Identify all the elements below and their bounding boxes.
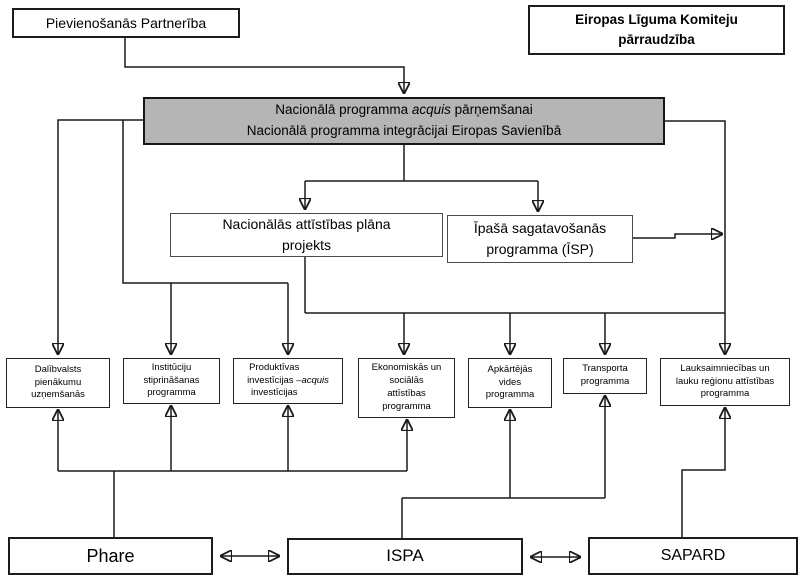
node-development-plan: Nacionālās attīstības plāna projekts bbox=[170, 213, 443, 257]
national-programme-line1: Nacionālā programma acquis pārņemšanai bbox=[275, 100, 532, 121]
node-ispa: ISPA bbox=[287, 538, 523, 575]
node-transport-programme: Transporta programma bbox=[563, 358, 647, 394]
node-economic-social-development: Ekonomiskās un sociālās attīstības progr… bbox=[358, 358, 455, 418]
node-national-programme: Nacionālā programma acquis pārņemšanai N… bbox=[143, 97, 665, 145]
edge-sapard-to-agriculture bbox=[681, 408, 725, 537]
node-environment-programme: Apkārtējās vides programma bbox=[468, 358, 552, 408]
edge-partnership-to-programme bbox=[124, 38, 404, 93]
productive-investments-text: Produktīvas investīcijas – investīcijas bbox=[247, 361, 302, 399]
edge-left-tee bbox=[122, 120, 288, 284]
national-programme-line1-pre: Nacionālā programma bbox=[275, 102, 412, 118]
node-productive-investments: Produktīvas investīcijas – investīcijas … bbox=[233, 358, 343, 404]
node-phare: Phare bbox=[8, 537, 213, 575]
node-special-preparation-programme: Īpašā sagatavošanās programma (ĪSP) bbox=[447, 215, 633, 263]
node-sapard: SAPARD bbox=[588, 537, 798, 575]
edge-programme-to-agriculture bbox=[665, 120, 725, 354]
node-institution-building: Institūciju stiprināšanas programma bbox=[123, 358, 220, 404]
node-accession-partnership: Pievienošanās Partnerība bbox=[12, 8, 240, 38]
node-member-state-obligations: Dalībvalsts pienākumu uzņemšanās bbox=[6, 358, 110, 408]
node-eu-agreement-committee: Eiropas Līguma Komiteju pārraudzība bbox=[528, 5, 785, 55]
edge-programme-to-member-state bbox=[58, 119, 143, 354]
national-programme-line2: Nacionālā programma integrācijai Eiropas… bbox=[246, 123, 562, 138]
node-agriculture-rural-development: Lauksaimniecības un lauku reģionu attīst… bbox=[660, 358, 790, 406]
national-programme-line1-post: pārņemšanai bbox=[450, 102, 533, 118]
edge-isp-to-right-branch bbox=[633, 234, 722, 238]
national-programme-line1-acquis: acquis bbox=[411, 102, 451, 118]
productive-investments-acquis: acquis bbox=[301, 374, 329, 386]
edges bbox=[58, 38, 725, 557]
